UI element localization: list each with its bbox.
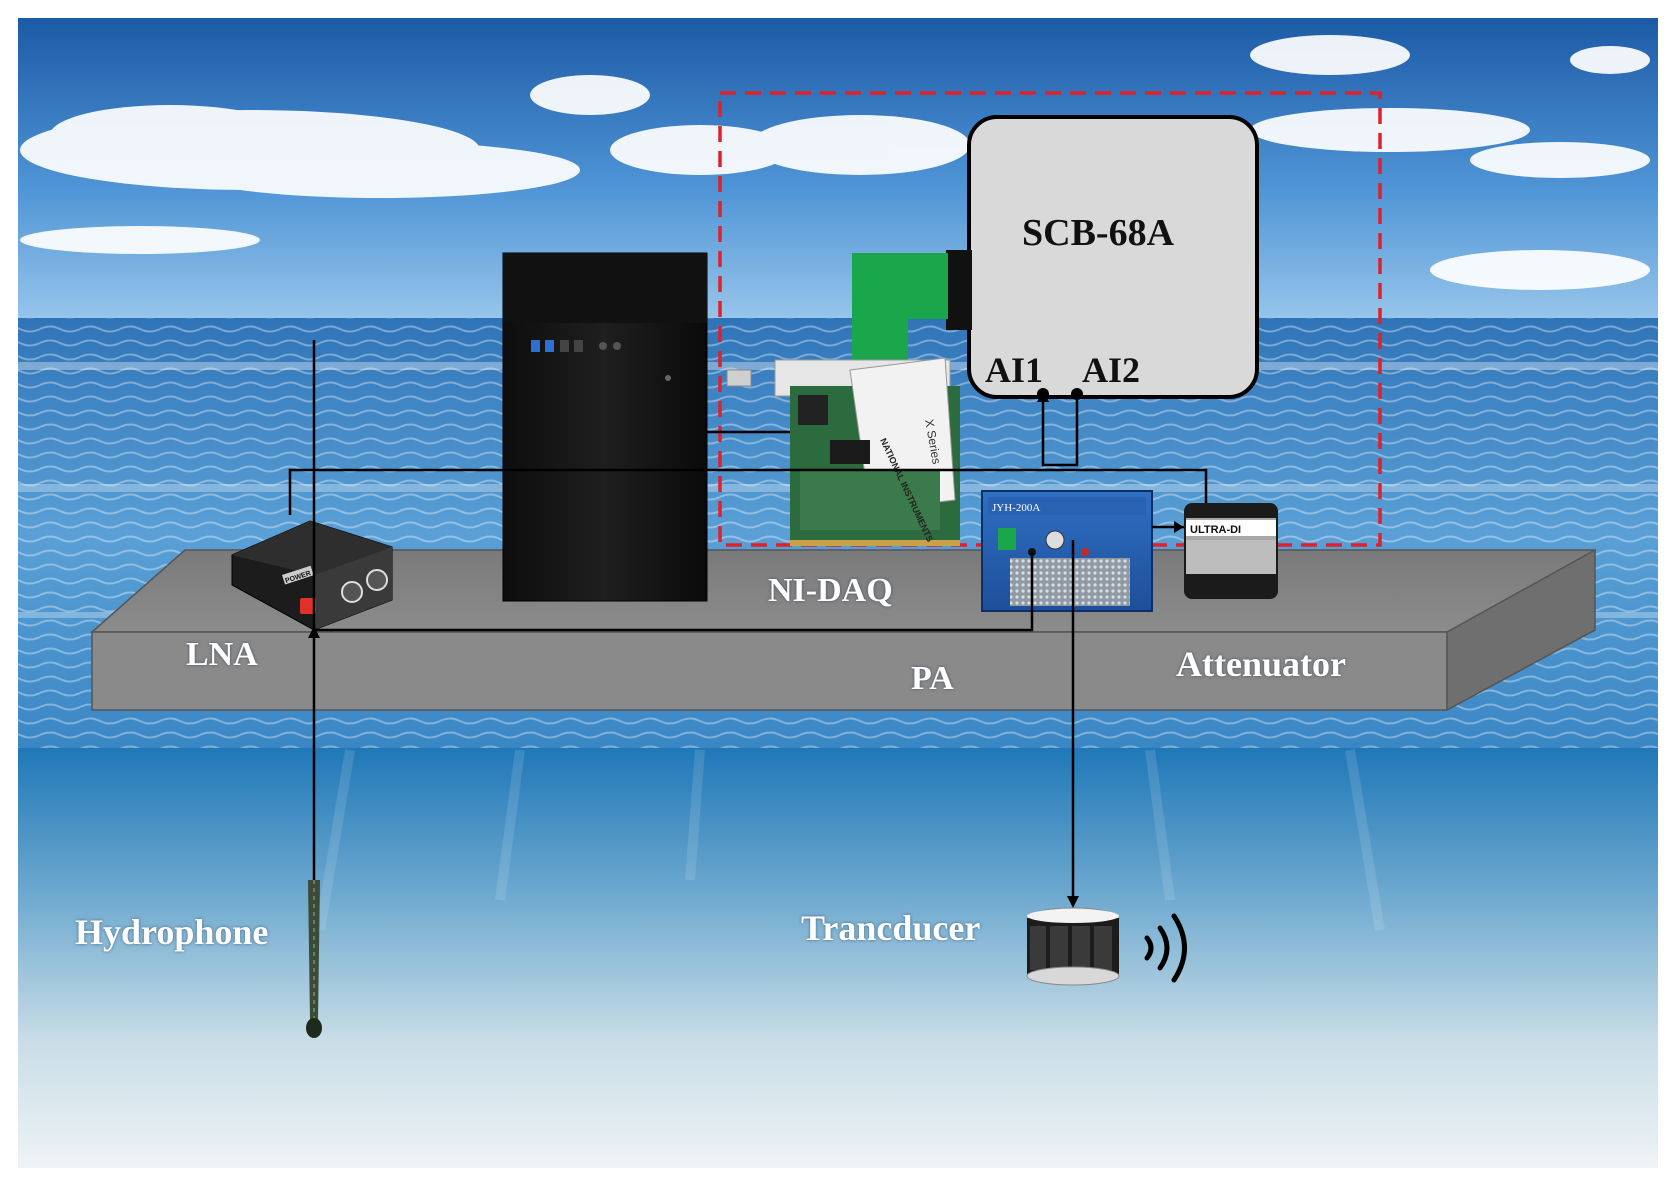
pa-device: JYH-200A [981,490,1153,612]
ni-daq-label: NI-DAQ [768,572,893,609]
lna-label: LNA [186,636,258,673]
attenuator-device: ULTRA-DI [1184,503,1278,599]
clouds [20,35,1650,290]
hydrophone-label: Hydrophone [75,912,269,952]
signal-wires [288,394,1208,902]
pa-label: PA [911,660,954,697]
pa-model-text: JYH-200A [992,502,1040,514]
underwater-background [18,748,1658,1168]
daq-dashed-boundary [718,91,1382,547]
attenuator-label: Attenuator [1176,644,1346,684]
ni-daq-card: X Series NATIONAL INSTRUMENTS [726,357,960,546]
ai2-label: AI2 [1082,350,1141,390]
lna-device: POWER [231,520,393,631]
scb-68a-label: SCB-68A [1022,212,1175,254]
platform-side [1446,548,1596,712]
hydrophone-device [306,340,322,1038]
transducer-device [1026,907,1120,986]
light-rays [315,749,1385,931]
scb-cable-green-lower [852,319,908,363]
ai1-label: AI1 [985,350,1044,390]
attenuator-brand-text: ULTRA-DI [1190,524,1241,536]
scb-cable-green [852,253,948,319]
wire-arrows [308,390,1184,908]
scb-connector-black [946,250,972,330]
pc-tower [502,252,708,602]
transducer-label: Trancducer [801,908,981,948]
sound-wave-icon [1144,913,1187,983]
